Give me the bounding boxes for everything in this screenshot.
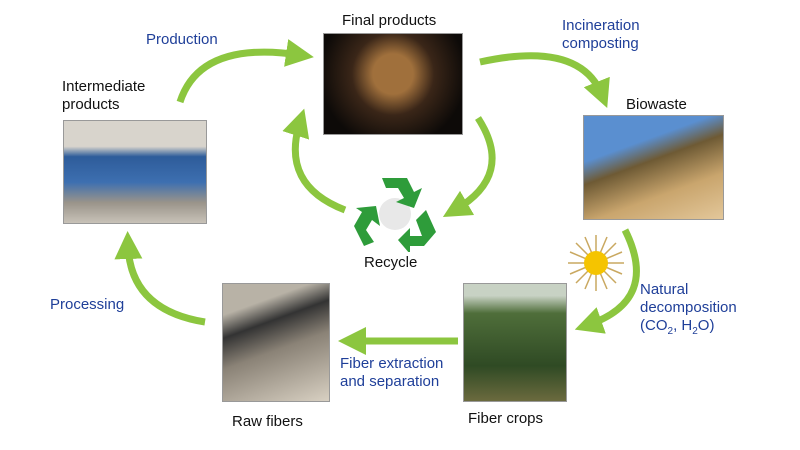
natural-decomposition-label: Natural decomposition (CO2, H2O) [640, 281, 737, 341]
natural-line1: Natural [640, 281, 689, 298]
incineration-line2: composting [562, 35, 639, 52]
recycle-label: Recycle [364, 254, 418, 271]
recycle-left-arrow [282, 108, 347, 214]
processing-arrow [114, 231, 206, 326]
fiber-crops-image [463, 283, 567, 402]
extraction-line2: and separation [340, 373, 440, 390]
fiber-crops-label: Fiber crops [468, 410, 544, 427]
decomposition-arrow [574, 228, 640, 334]
incineration-label: Incineration composting [562, 17, 640, 53]
biowaste-image [583, 115, 724, 220]
recycle-right-arrow [442, 116, 496, 218]
processing-label: Processing [50, 296, 125, 313]
sun-icon [567, 234, 625, 292]
production-arrow [176, 39, 314, 104]
recycle-icon [352, 170, 438, 254]
final-products-image [323, 33, 463, 135]
production-label: Production [146, 31, 218, 48]
natural-line2: decomposition [640, 299, 737, 316]
incineration-line1: Incineration [562, 17, 640, 34]
biowaste-label: Biowaste [626, 96, 687, 113]
intermediate-line1: Intermediate [62, 78, 146, 95]
natural-line3: (CO2, H2O) [640, 317, 715, 337]
intermediate-products-label: Intermediate products [62, 78, 145, 114]
intermediate-products-image [63, 120, 207, 224]
fiber-extraction-label: Fiber extraction and separation [340, 355, 443, 391]
incineration-arrow [479, 52, 610, 108]
raw-fibers-label: Raw fibers [232, 413, 303, 430]
intermediate-line2: products [62, 96, 120, 113]
final-products-label: Final products [342, 12, 437, 29]
extraction-line1: Fiber extraction [340, 355, 444, 372]
raw-fibers-image [222, 283, 330, 402]
